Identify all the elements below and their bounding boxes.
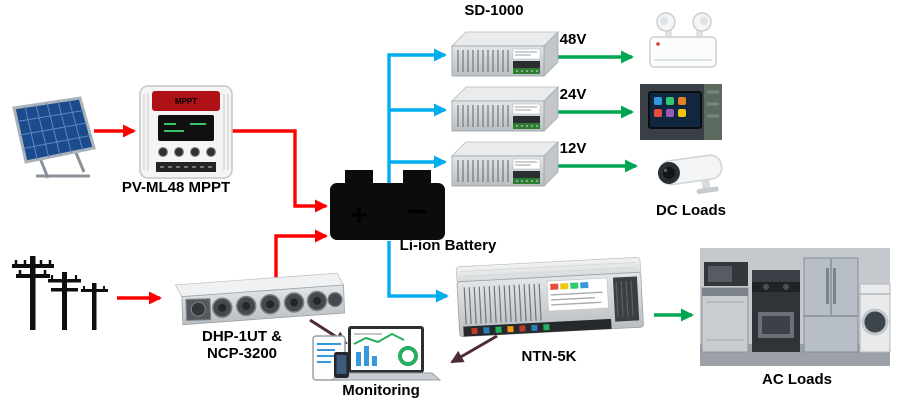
voltage-24v-label: 24V [560, 86, 587, 103]
arrow-battery-to-psu1 [387, 48, 447, 185]
ac-loads-label: AC Loads [762, 371, 832, 388]
utility-grid [12, 256, 108, 330]
dc-load-camera [657, 154, 723, 194]
dhp-label-line1: DHP-1UT & [202, 328, 282, 345]
arrow-dhp-to-battery [274, 229, 328, 278]
battery-label: Li-ion Battery [400, 237, 497, 254]
mppt-brand-band [152, 91, 220, 111]
solar-panel [12, 96, 96, 179]
voltage-48v-label: 48V [560, 31, 587, 48]
sd1000-unit-24v [451, 86, 559, 132]
ntn-label: NTN-5K [522, 348, 577, 365]
monitoring-label: Monitoring [342, 382, 419, 399]
ntn-5k [455, 256, 644, 338]
dc-loads-label: DC Loads [656, 202, 726, 219]
arrow-mppt-to-battery [232, 129, 328, 213]
arrow-battery-to-ntn [387, 241, 449, 303]
dc-load-emergency-light [649, 12, 717, 68]
dhp-label-line2: NCP-3200 [207, 345, 277, 362]
sd1000-label: SD-1000 [464, 2, 523, 19]
arrow-ntn-to-monitoring [450, 334, 498, 364]
dc-load-display [640, 84, 722, 140]
mppt-controller: MPPT [139, 85, 233, 179]
ac-loads-photo [700, 248, 891, 366]
mppt-band-text: MPPT [175, 97, 197, 106]
battery-minus-sign: − [407, 193, 427, 231]
li-ion-battery: + − [330, 170, 445, 240]
dhp-1ut-ncp-3200 [174, 272, 345, 326]
mppt-label: PV-ML48 MPPT [122, 179, 230, 196]
battery-plus-sign: + [350, 199, 368, 232]
sd1000-unit-48v [451, 31, 559, 77]
monitoring-devices [312, 326, 442, 381]
sd1000-unit-12v [451, 141, 559, 187]
voltage-12v-label: 12V [560, 140, 587, 157]
